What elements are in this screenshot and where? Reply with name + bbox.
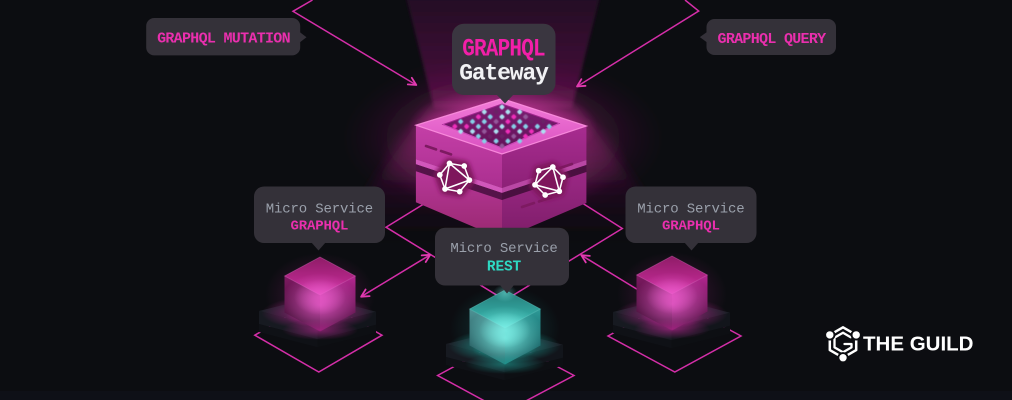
svg-text:Micro Service: Micro Service	[637, 201, 744, 217]
svg-text:Micro Service: Micro Service	[266, 201, 373, 217]
svg-text:REST: REST	[487, 260, 522, 276]
svg-text:Gateway: Gateway	[459, 61, 549, 87]
svg-text:Micro Service: Micro Service	[450, 241, 557, 257]
svg-text:THE GUILD: THE GUILD	[863, 333, 973, 356]
svg-text:GRAPHQL: GRAPHQL	[662, 219, 720, 235]
svg-text:GRAPHQL QUERY: GRAPHQL QUERY	[718, 31, 827, 48]
svg-text:GRAPHQL: GRAPHQL	[462, 35, 545, 63]
svg-text:GRAPHQL: GRAPHQL	[291, 219, 349, 235]
svg-text:GRAPHQL MUTATION: GRAPHQL MUTATION	[157, 31, 291, 48]
